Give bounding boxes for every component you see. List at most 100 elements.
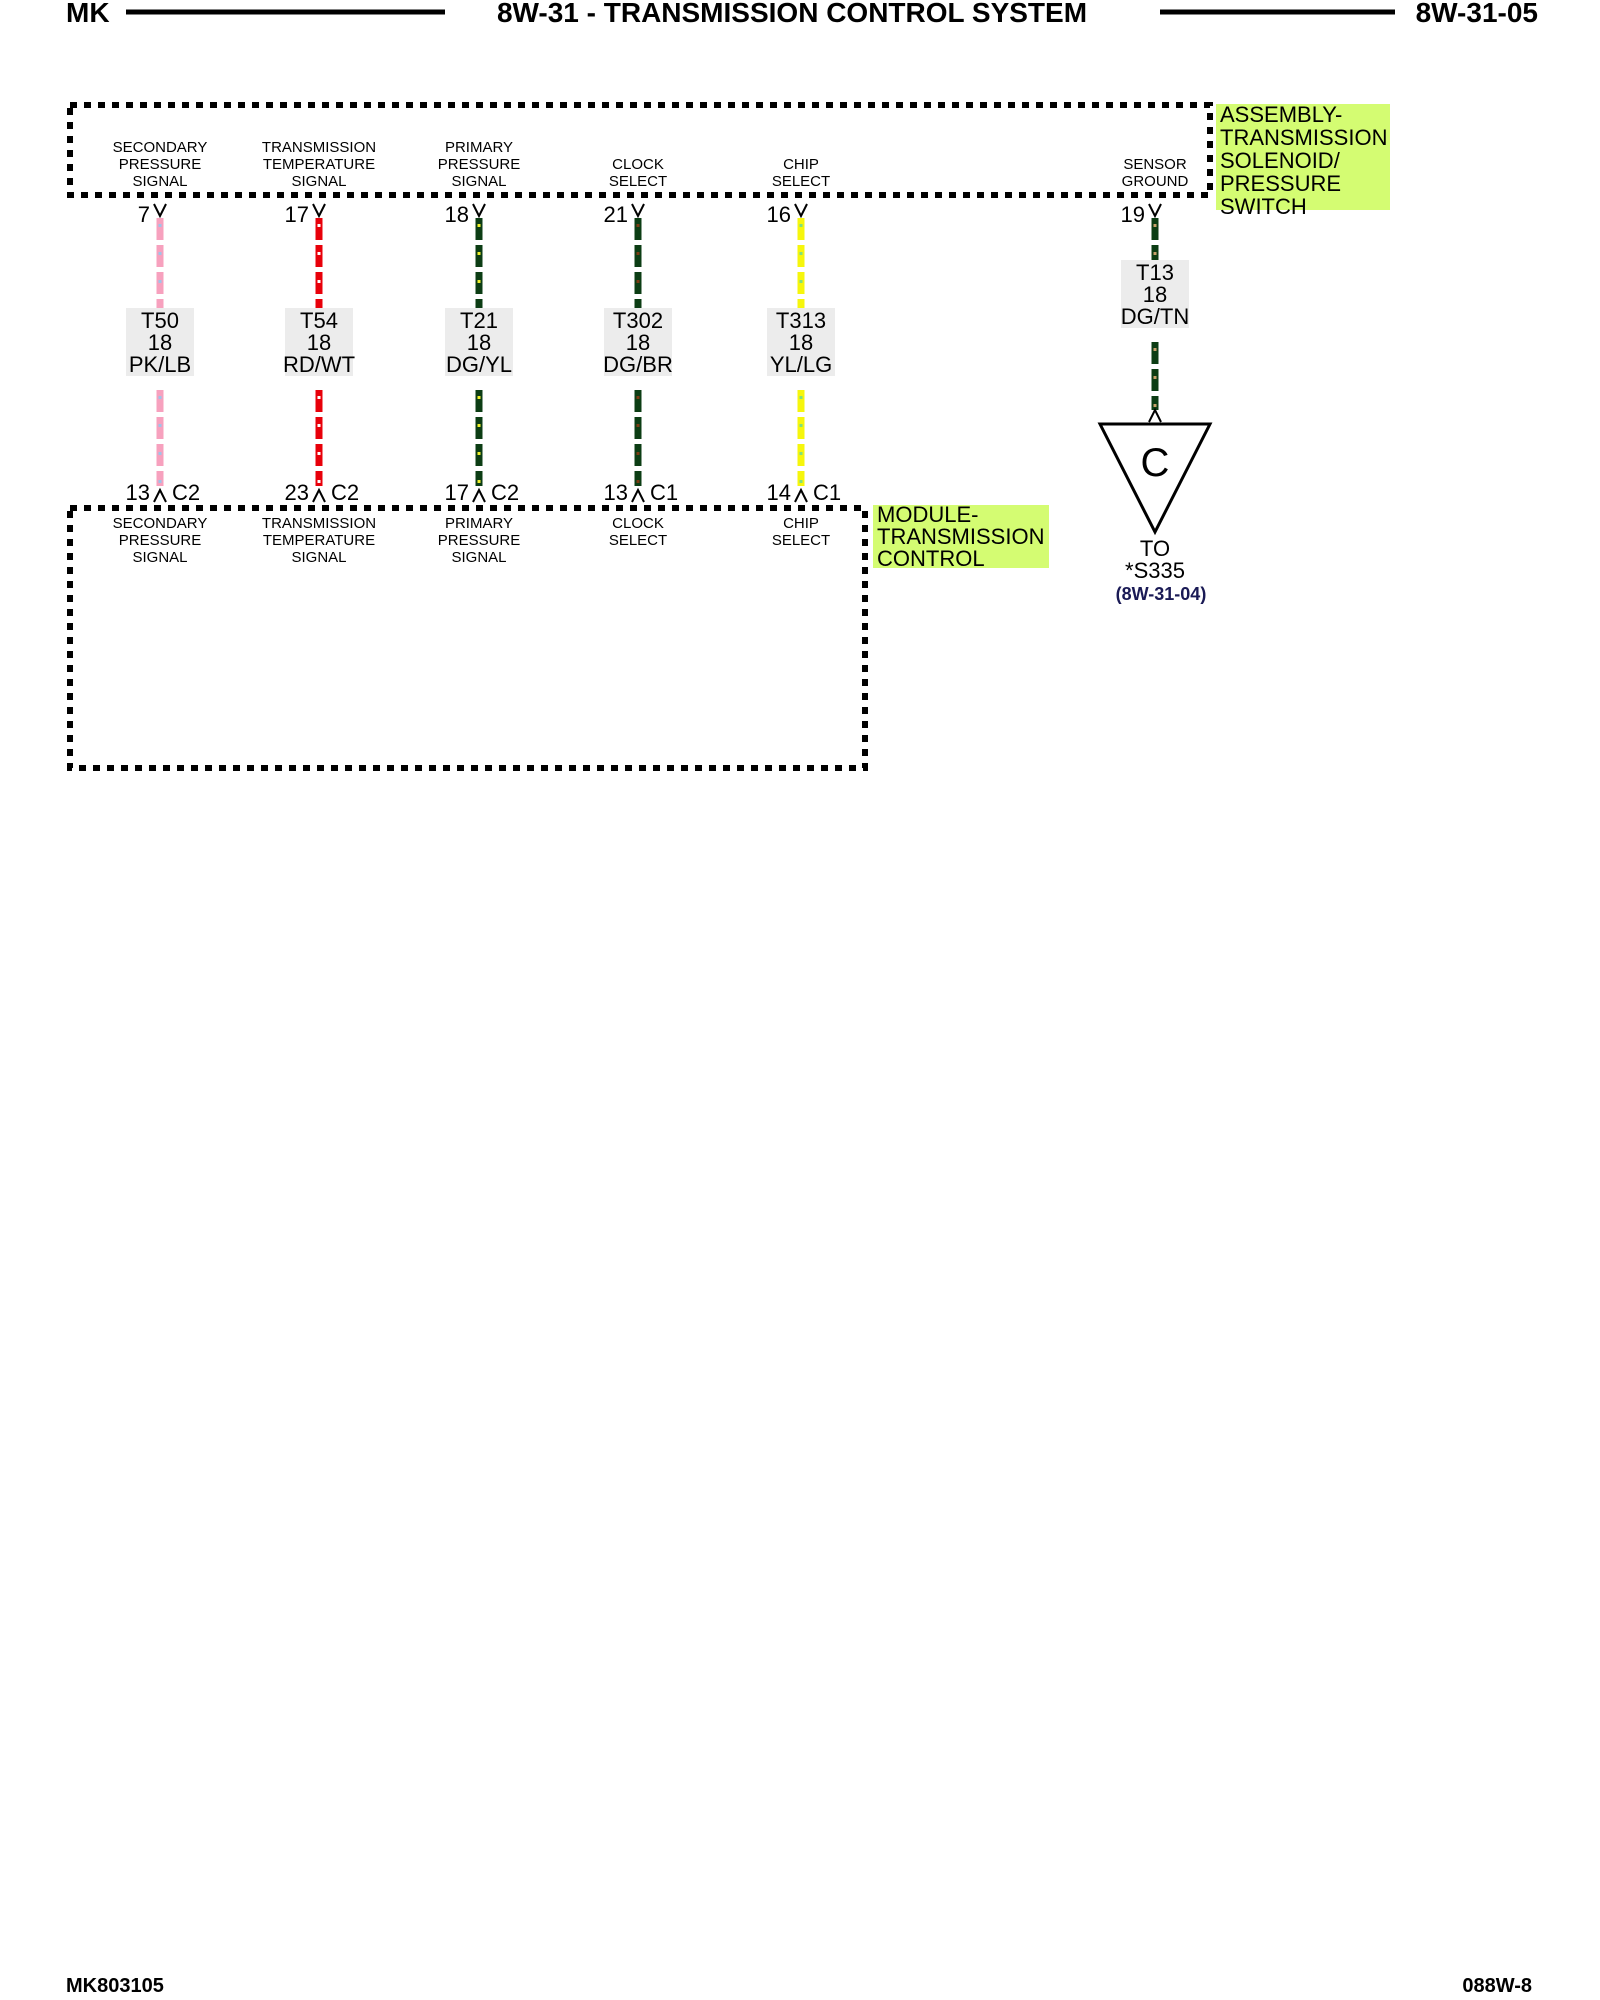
solenoid-assembly-label-line: TRANSMISSION: [1220, 125, 1387, 150]
circuit-gauge: 18: [1143, 282, 1167, 307]
solenoid-assembly: ASSEMBLY- TRANSMISSION SOLENOID/ PRESSUR…: [67, 102, 1394, 219]
splice-reference: C TO *S335 (8W-31-04): [1097, 422, 1213, 604]
splice-symbol: C: [1141, 441, 1170, 485]
solenoid-assembly-label-line: ASSEMBLY-: [1220, 102, 1342, 127]
circuit-circuit: T54: [300, 308, 338, 333]
tcm-label-bg: [873, 505, 1049, 568]
circuit-circuit: T21: [460, 308, 498, 333]
top-pin-number: 7: [138, 202, 150, 227]
bottom-pin-function-label: CHIP: [783, 515, 819, 532]
circuit-color-code: DG/TN: [1121, 304, 1189, 329]
splice-to-label: TO: [1140, 536, 1170, 561]
circuit-gauge: 18: [307, 330, 331, 355]
circuit-label-bg: [1121, 260, 1189, 328]
top-pin-number: 17: [285, 202, 309, 227]
bottom-pin-number: 17: [445, 480, 469, 505]
bottom-pin-function-label: SELECT: [772, 532, 830, 549]
bottom-connector-id: C1: [650, 480, 678, 505]
tcm-outline: [67, 505, 868, 771]
bottom-pin-number: 13: [126, 480, 150, 505]
splice-triangle: [1097, 422, 1213, 536]
solenoid-assembly-label-bg: [1216, 104, 1390, 210]
circuit-gauge: 18: [626, 330, 650, 355]
header-left: MK: [66, 0, 110, 28]
circuit-label-bg: [767, 308, 835, 376]
top-pin-function-label: PRESSURE: [119, 156, 202, 173]
top-pin-function-label: CHIP: [783, 156, 819, 173]
ground-pin-symbol: [1148, 407, 1162, 423]
solenoid-assembly-label-line: PRESSURE: [1220, 171, 1341, 196]
top-pin-symbol: [1148, 203, 1162, 219]
circuit-t54: TRANSMISSIONTEMPERATURESIGNAL17T5418RD/W…: [262, 139, 376, 566]
splice-page-ref: (8W-31-04): [1116, 584, 1207, 604]
bottom-pin-function-label: SIGNAL: [291, 549, 346, 566]
solenoid-assembly-label-line: SWITCH: [1220, 194, 1307, 219]
circuit-circuit: T13: [1136, 260, 1174, 285]
top-pin-function-label: SIGNAL: [451, 173, 506, 190]
footer-left: MK803105: [66, 1975, 164, 1997]
circuit-color-code: DG/YL: [446, 352, 512, 377]
circuit-color-code: PK/LB: [129, 352, 191, 377]
top-pin-symbol: [794, 203, 808, 219]
top-pin-function-label: SELECT: [772, 173, 830, 190]
top-pin-number: 18: [445, 202, 469, 227]
bottom-pin-function-label: PRESSURE: [119, 532, 202, 549]
circuit-label-bg: [445, 308, 513, 376]
footer-right: 088W-8: [1462, 1975, 1532, 1997]
transmission-control-module: MODULE- TRANSMISSION CONTROL: [67, 502, 1051, 771]
bottom-pin-function-label: PRESSURE: [438, 532, 521, 549]
page-footer: MK803105 088W-8: [66, 1975, 1532, 1997]
bottom-pin-symbol: [153, 487, 167, 503]
circuit-color-code: RD/WT: [283, 352, 355, 377]
circuit-color-code: YL/LG: [770, 352, 832, 377]
circuit-label-bg: [604, 308, 672, 376]
top-pin-number: 16: [767, 202, 791, 227]
tcm-label: MODULE- TRANSMISSION CONTROL: [877, 502, 1051, 571]
bottom-connector-id: C1: [813, 480, 841, 505]
circuit-label-bg: [285, 308, 353, 376]
circuit-gauge: 18: [789, 330, 813, 355]
top-pin-symbol: [312, 203, 326, 219]
bottom-pin-number: 23: [285, 480, 309, 505]
bottom-pin-function-label: SIGNAL: [132, 549, 187, 566]
bottom-connector-id: C2: [331, 480, 359, 505]
splice-id: *S335: [1125, 558, 1185, 583]
top-pin-function-label: GROUND: [1122, 173, 1189, 190]
top-pin-function-label: CLOCK: [612, 156, 664, 173]
bottom-pin-number: 13: [604, 480, 628, 505]
bottom-connector-id: C2: [491, 480, 519, 505]
top-pin-function-label: SIGNAL: [132, 173, 187, 190]
solenoid-assembly-label: ASSEMBLY- TRANSMISSION SOLENOID/ PRESSUR…: [1220, 102, 1394, 219]
bottom-pin-function-label: SECONDARY: [113, 515, 208, 532]
circuit-circuit: T313: [776, 308, 826, 333]
bottom-pin-symbol: [312, 487, 326, 503]
top-pin-function-label: SECONDARY: [113, 139, 208, 156]
bottom-pin-function-label: SELECT: [609, 532, 667, 549]
bottom-pin-number: 14: [767, 480, 791, 505]
top-pin-symbol: [631, 203, 645, 219]
bottom-pin-function-label: SIGNAL: [451, 549, 506, 566]
top-pin-symbol: [472, 203, 486, 219]
solenoid-assembly-outline: [67, 102, 1213, 198]
bottom-pin-function-label: CLOCK: [612, 515, 664, 532]
top-pin-function-label: TRANSMISSION: [262, 139, 376, 156]
header-title: 8W-31 - TRANSMISSION CONTROL SYSTEM: [497, 0, 1087, 28]
top-pin-function-label: SIGNAL: [291, 173, 346, 190]
top-pin-function-label: PRIMARY: [445, 139, 513, 156]
bottom-pin-function-label: PRIMARY: [445, 515, 513, 532]
top-pin-symbol: [153, 203, 167, 219]
circuit-gauge: 18: [467, 330, 491, 355]
tcm-label-line: TRANSMISSION: [877, 524, 1044, 549]
circuit-color-code: DG/BR: [603, 352, 673, 377]
header-right: 8W-31-05: [1416, 0, 1538, 28]
top-pin-function-label: SELECT: [609, 173, 667, 190]
page-header: MK 8W-31 - TRANSMISSION CONTROL SYSTEM 8…: [66, 0, 1538, 28]
bottom-pin-function-label: TEMPERATURE: [263, 532, 375, 549]
